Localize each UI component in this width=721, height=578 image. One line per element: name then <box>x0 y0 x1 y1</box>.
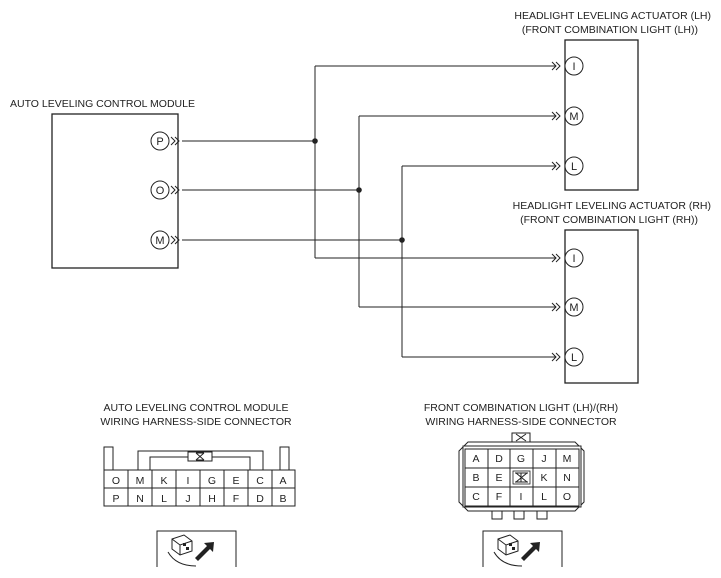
svg-text:L: L <box>571 352 577 364</box>
junction-o <box>356 187 362 193</box>
terminal: L <box>161 493 167 505</box>
terminal: O <box>563 491 571 503</box>
terminal: F <box>496 491 502 503</box>
actuator-lh-pin-i: I <box>551 56 584 76</box>
terminal: K <box>540 472 547 484</box>
terminal: D <box>256 493 264 505</box>
terminal: E <box>495 472 502 484</box>
terminal: K <box>160 475 167 487</box>
svg-text:L: L <box>571 161 577 173</box>
svg-text:M: M <box>569 111 578 123</box>
terminal: N <box>563 472 571 484</box>
terminal: H <box>208 493 216 505</box>
connector-module-terminals: O M K I G E C A P N L J H F D B <box>112 475 287 505</box>
actuator-rh-pin-l: L <box>551 347 584 367</box>
connector-light-title: FRONT COMBINATION LIGHT (LH)/(RH) <box>424 402 618 414</box>
terminal: B <box>472 472 479 484</box>
actuator-lh-pin-m: M <box>551 106 584 126</box>
terminal: L <box>541 491 547 503</box>
terminal: J <box>541 453 546 465</box>
connector-module-body <box>103 446 296 507</box>
connector-light-body <box>458 432 585 520</box>
terminal: I <box>520 491 523 503</box>
connector-light-subtitle: WIRING HARNESS-SIDE CONNECTOR <box>425 416 617 428</box>
actuator-lh-title: HEADLIGHT LEVELING ACTUATOR (LH) <box>514 10 711 22</box>
svg-text:I: I <box>572 61 575 73</box>
actuator-lh-pin-l: L <box>551 156 584 176</box>
terminal: F <box>233 493 239 505</box>
actuator-rh-title: HEADLIGHT LEVELING ACTUATOR (RH) <box>513 200 711 212</box>
terminal: C <box>472 491 480 503</box>
terminal: A <box>472 453 479 465</box>
terminal: G <box>517 453 525 465</box>
view-direction-icon <box>156 530 237 567</box>
terminal: B <box>279 493 286 505</box>
svg-text:P: P <box>156 136 163 148</box>
svg-text:M: M <box>155 235 164 247</box>
svg-text:M: M <box>569 302 578 314</box>
terminal: O <box>112 475 120 487</box>
wires <box>182 65 556 358</box>
junction-m <box>399 237 405 243</box>
terminal: J <box>185 493 190 505</box>
terminal: A <box>279 475 286 487</box>
module-pin-p: P <box>150 131 180 151</box>
module-pin-m: M <box>150 230 180 250</box>
terminal: M <box>136 475 145 487</box>
actuator-rh-pin-m: M <box>551 297 584 317</box>
terminal: N <box>136 493 144 505</box>
actuator-rh-pin-i: I <box>551 248 584 268</box>
connector-module-subtitle: WIRING HARNESS-SIDE CONNECTOR <box>100 416 292 428</box>
terminal: G <box>208 475 216 487</box>
junction-p <box>312 138 318 144</box>
terminal: M <box>563 453 572 465</box>
terminal: I <box>187 475 190 487</box>
terminal: C <box>256 475 264 487</box>
actuator-rh-subtitle: (FRONT COMBINATION LIGHT (RH)) <box>520 214 698 226</box>
module-pin-o: O <box>150 180 180 200</box>
view-direction-icon <box>482 530 563 567</box>
svg-text:I: I <box>572 253 575 265</box>
terminal: P <box>112 493 119 505</box>
terminal: D <box>495 453 503 465</box>
terminal: E <box>232 475 239 487</box>
connector-module-title: AUTO LEVELING CONTROL MODULE <box>104 402 289 414</box>
svg-text:O: O <box>156 185 165 197</box>
blocked-cavity-icon <box>512 470 531 485</box>
connector-light-terminals: A D G J M B E K N C F I L O <box>472 453 571 503</box>
actuator-lh-subtitle: (FRONT COMBINATION LIGHT (LH)) <box>522 24 698 36</box>
module-title: AUTO LEVELING CONTROL MODULE <box>10 98 195 110</box>
